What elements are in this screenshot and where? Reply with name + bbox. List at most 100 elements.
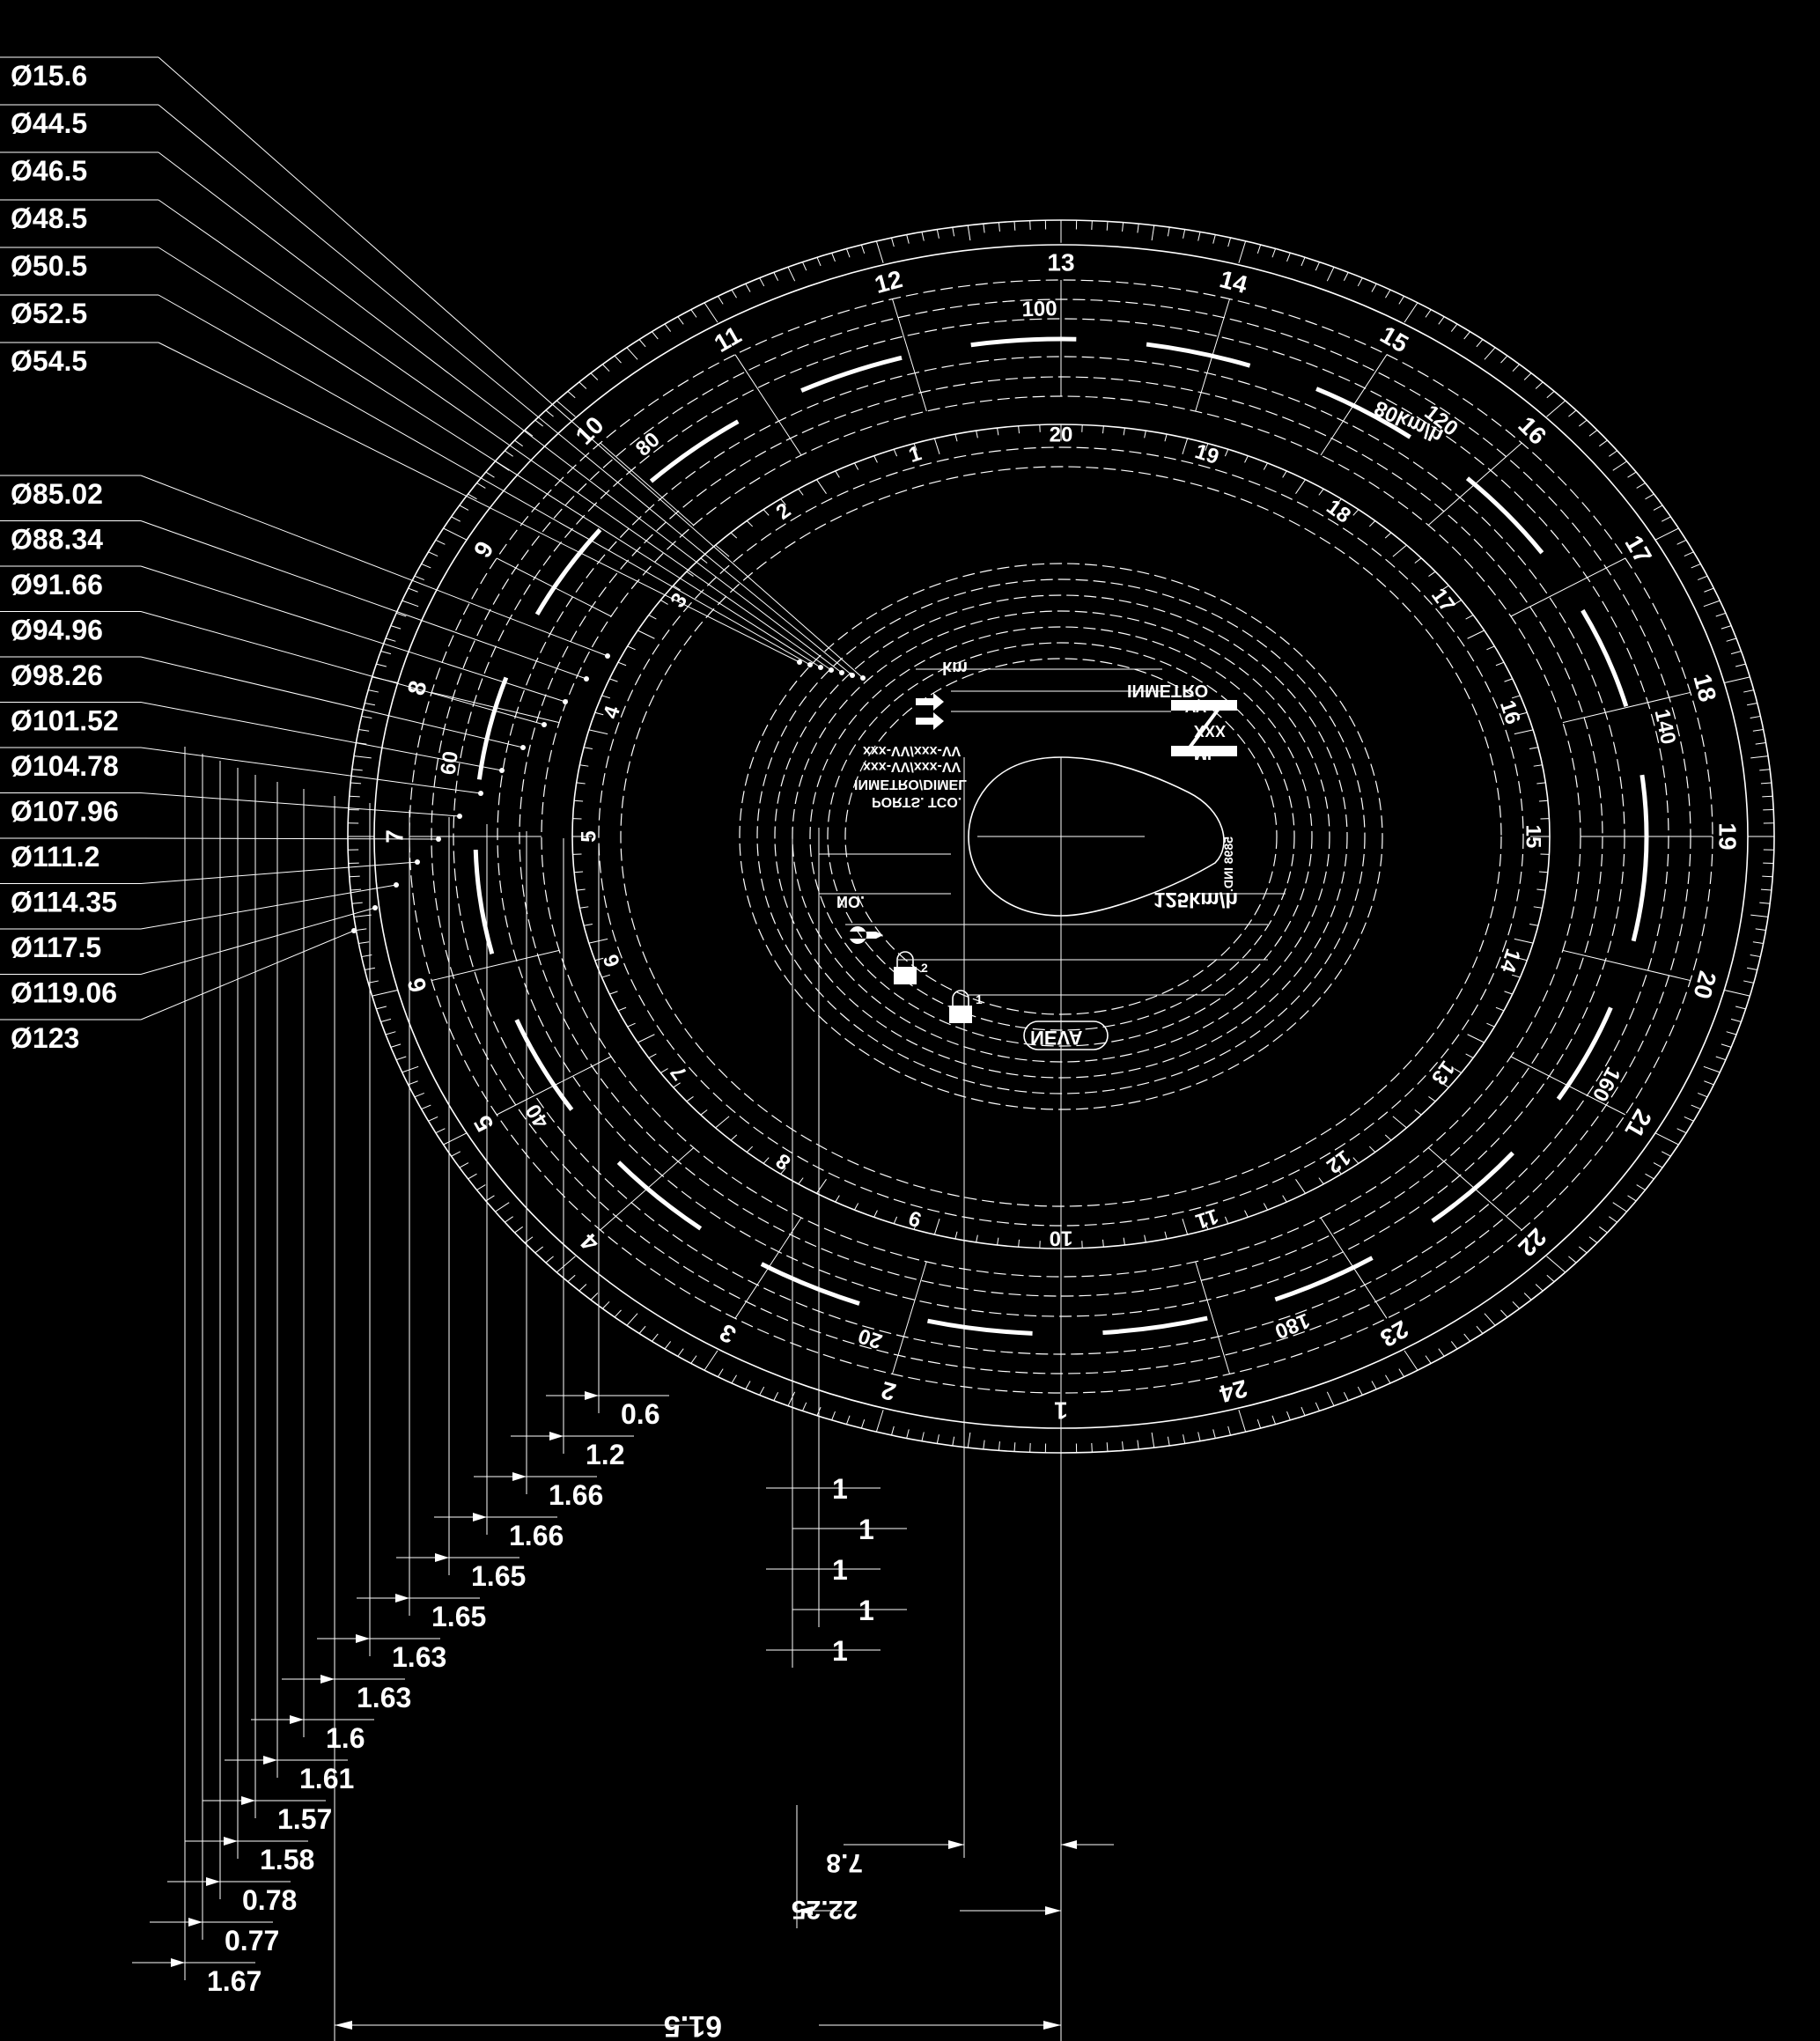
outer-hour-number: 6 bbox=[402, 975, 432, 995]
scale-tick bbox=[921, 1432, 925, 1441]
scale-tick bbox=[1197, 232, 1201, 241]
leader-line bbox=[140, 884, 397, 930]
time-tick bbox=[1454, 600, 1462, 605]
speed-ring-number: 40 bbox=[521, 1100, 554, 1132]
diameter-label: Ø123 bbox=[11, 1022, 79, 1054]
leader-line bbox=[140, 792, 461, 817]
scale-tick bbox=[1599, 1226, 1608, 1234]
time-tick bbox=[1282, 470, 1287, 478]
diameter-labels: Ø15.6Ø44.5Ø46.5Ø48.5Ø50.5Ø52.5Ø54.5Ø85.0… bbox=[11, 60, 119, 1054]
scale-tick bbox=[1512, 364, 1521, 372]
time-tick bbox=[1182, 438, 1189, 454]
time-tick bbox=[913, 443, 917, 451]
scale-tick bbox=[1425, 309, 1432, 318]
no-label: NO. bbox=[836, 893, 865, 910]
scale-tick bbox=[1238, 240, 1247, 263]
band-number: 19 bbox=[1192, 439, 1222, 469]
scale-tick bbox=[936, 229, 939, 239]
scale-tick bbox=[1653, 1162, 1663, 1168]
dim-arrow bbox=[241, 1796, 255, 1805]
dim-arrow bbox=[171, 1958, 185, 1967]
scale-tick bbox=[704, 1350, 718, 1371]
time-tick bbox=[1205, 443, 1209, 451]
time-tick bbox=[1018, 425, 1020, 434]
diameter-label: Ø101.52 bbox=[11, 705, 119, 737]
scale-tick bbox=[414, 575, 424, 580]
one-dimension-value: 1 bbox=[832, 1473, 848, 1505]
time-tick bbox=[893, 1216, 898, 1224]
scale-tick bbox=[1227, 237, 1232, 247]
time-tick bbox=[1529, 747, 1538, 750]
scale-tick bbox=[435, 539, 446, 545]
scale-tick bbox=[428, 551, 438, 556]
scale-tick bbox=[890, 237, 895, 247]
scale-tick bbox=[664, 1341, 672, 1350]
scale-tick bbox=[1645, 493, 1654, 500]
outer-hour-number: 20 bbox=[1688, 969, 1721, 1002]
outer-hour-number: 8 bbox=[402, 678, 432, 698]
time-tick bbox=[835, 470, 840, 478]
leader-arrowhead bbox=[860, 675, 866, 681]
scale-tick bbox=[1106, 1442, 1109, 1452]
scale-tick bbox=[1762, 875, 1773, 878]
time-tick bbox=[933, 1219, 940, 1235]
time-tick bbox=[1368, 1146, 1376, 1153]
leader-line bbox=[140, 837, 439, 840]
scale-tick bbox=[1286, 252, 1291, 262]
time-tick bbox=[1511, 695, 1521, 699]
dim-arrow bbox=[549, 1432, 564, 1440]
scale-tick bbox=[1726, 1031, 1737, 1035]
scale-tick bbox=[704, 302, 718, 323]
leader-line bbox=[158, 342, 800, 663]
scale-tick bbox=[1676, 1128, 1687, 1134]
scale-tick bbox=[545, 1256, 554, 1264]
leader-arrowhead bbox=[797, 659, 802, 665]
band-divider bbox=[1510, 557, 1626, 617]
time-tick bbox=[1441, 585, 1449, 591]
scale-tick bbox=[816, 257, 822, 267]
band-number: 5 bbox=[577, 830, 601, 842]
scale-tick bbox=[1301, 1406, 1306, 1416]
scale-tick bbox=[421, 1104, 431, 1110]
diameter-leaders bbox=[0, 56, 866, 1020]
band-divider bbox=[600, 1147, 695, 1231]
scale-tick bbox=[967, 225, 971, 241]
band-divider bbox=[1562, 949, 1691, 982]
scale-tick bbox=[1438, 316, 1445, 325]
scale-tick bbox=[1735, 1006, 1746, 1010]
scale-tick bbox=[906, 234, 910, 244]
scale-tick bbox=[1698, 1093, 1708, 1098]
scale-tick bbox=[1500, 355, 1508, 364]
scale-tick bbox=[1343, 1392, 1349, 1401]
scale-tick bbox=[1450, 1341, 1458, 1350]
scale-tick bbox=[1691, 1104, 1701, 1110]
band-number: 15 bbox=[1522, 825, 1545, 849]
scale-tick bbox=[1627, 471, 1637, 478]
speed-ring-number: 180 bbox=[1271, 1308, 1313, 1344]
scale-tick bbox=[1197, 1432, 1201, 1441]
scale-tick bbox=[731, 1374, 737, 1384]
scale-tick bbox=[860, 1418, 866, 1429]
time-tick bbox=[1018, 1239, 1020, 1248]
scale-tick bbox=[390, 625, 402, 630]
time-tick bbox=[1414, 557, 1422, 564]
time-tick bbox=[686, 1096, 694, 1102]
scale-tick bbox=[1167, 1436, 1170, 1446]
scale-tick bbox=[759, 277, 765, 287]
scale-tick bbox=[1599, 439, 1608, 447]
diameter-label: Ø52.5 bbox=[11, 298, 87, 329]
scale-tick bbox=[638, 339, 646, 348]
outer-hour-number: 18 bbox=[1688, 671, 1721, 704]
dim-arrow bbox=[435, 1553, 449, 1562]
band-divider bbox=[496, 1056, 612, 1116]
scale-tick bbox=[717, 1368, 724, 1377]
scale-tick bbox=[1750, 914, 1769, 917]
scale-tick bbox=[390, 1043, 402, 1048]
scale-tick bbox=[451, 1151, 461, 1157]
scale-tick bbox=[368, 689, 379, 693]
time-tick bbox=[1336, 498, 1342, 505]
scale-tick bbox=[1286, 1411, 1291, 1421]
scale-tick bbox=[556, 400, 576, 417]
scale-tick bbox=[349, 795, 360, 798]
